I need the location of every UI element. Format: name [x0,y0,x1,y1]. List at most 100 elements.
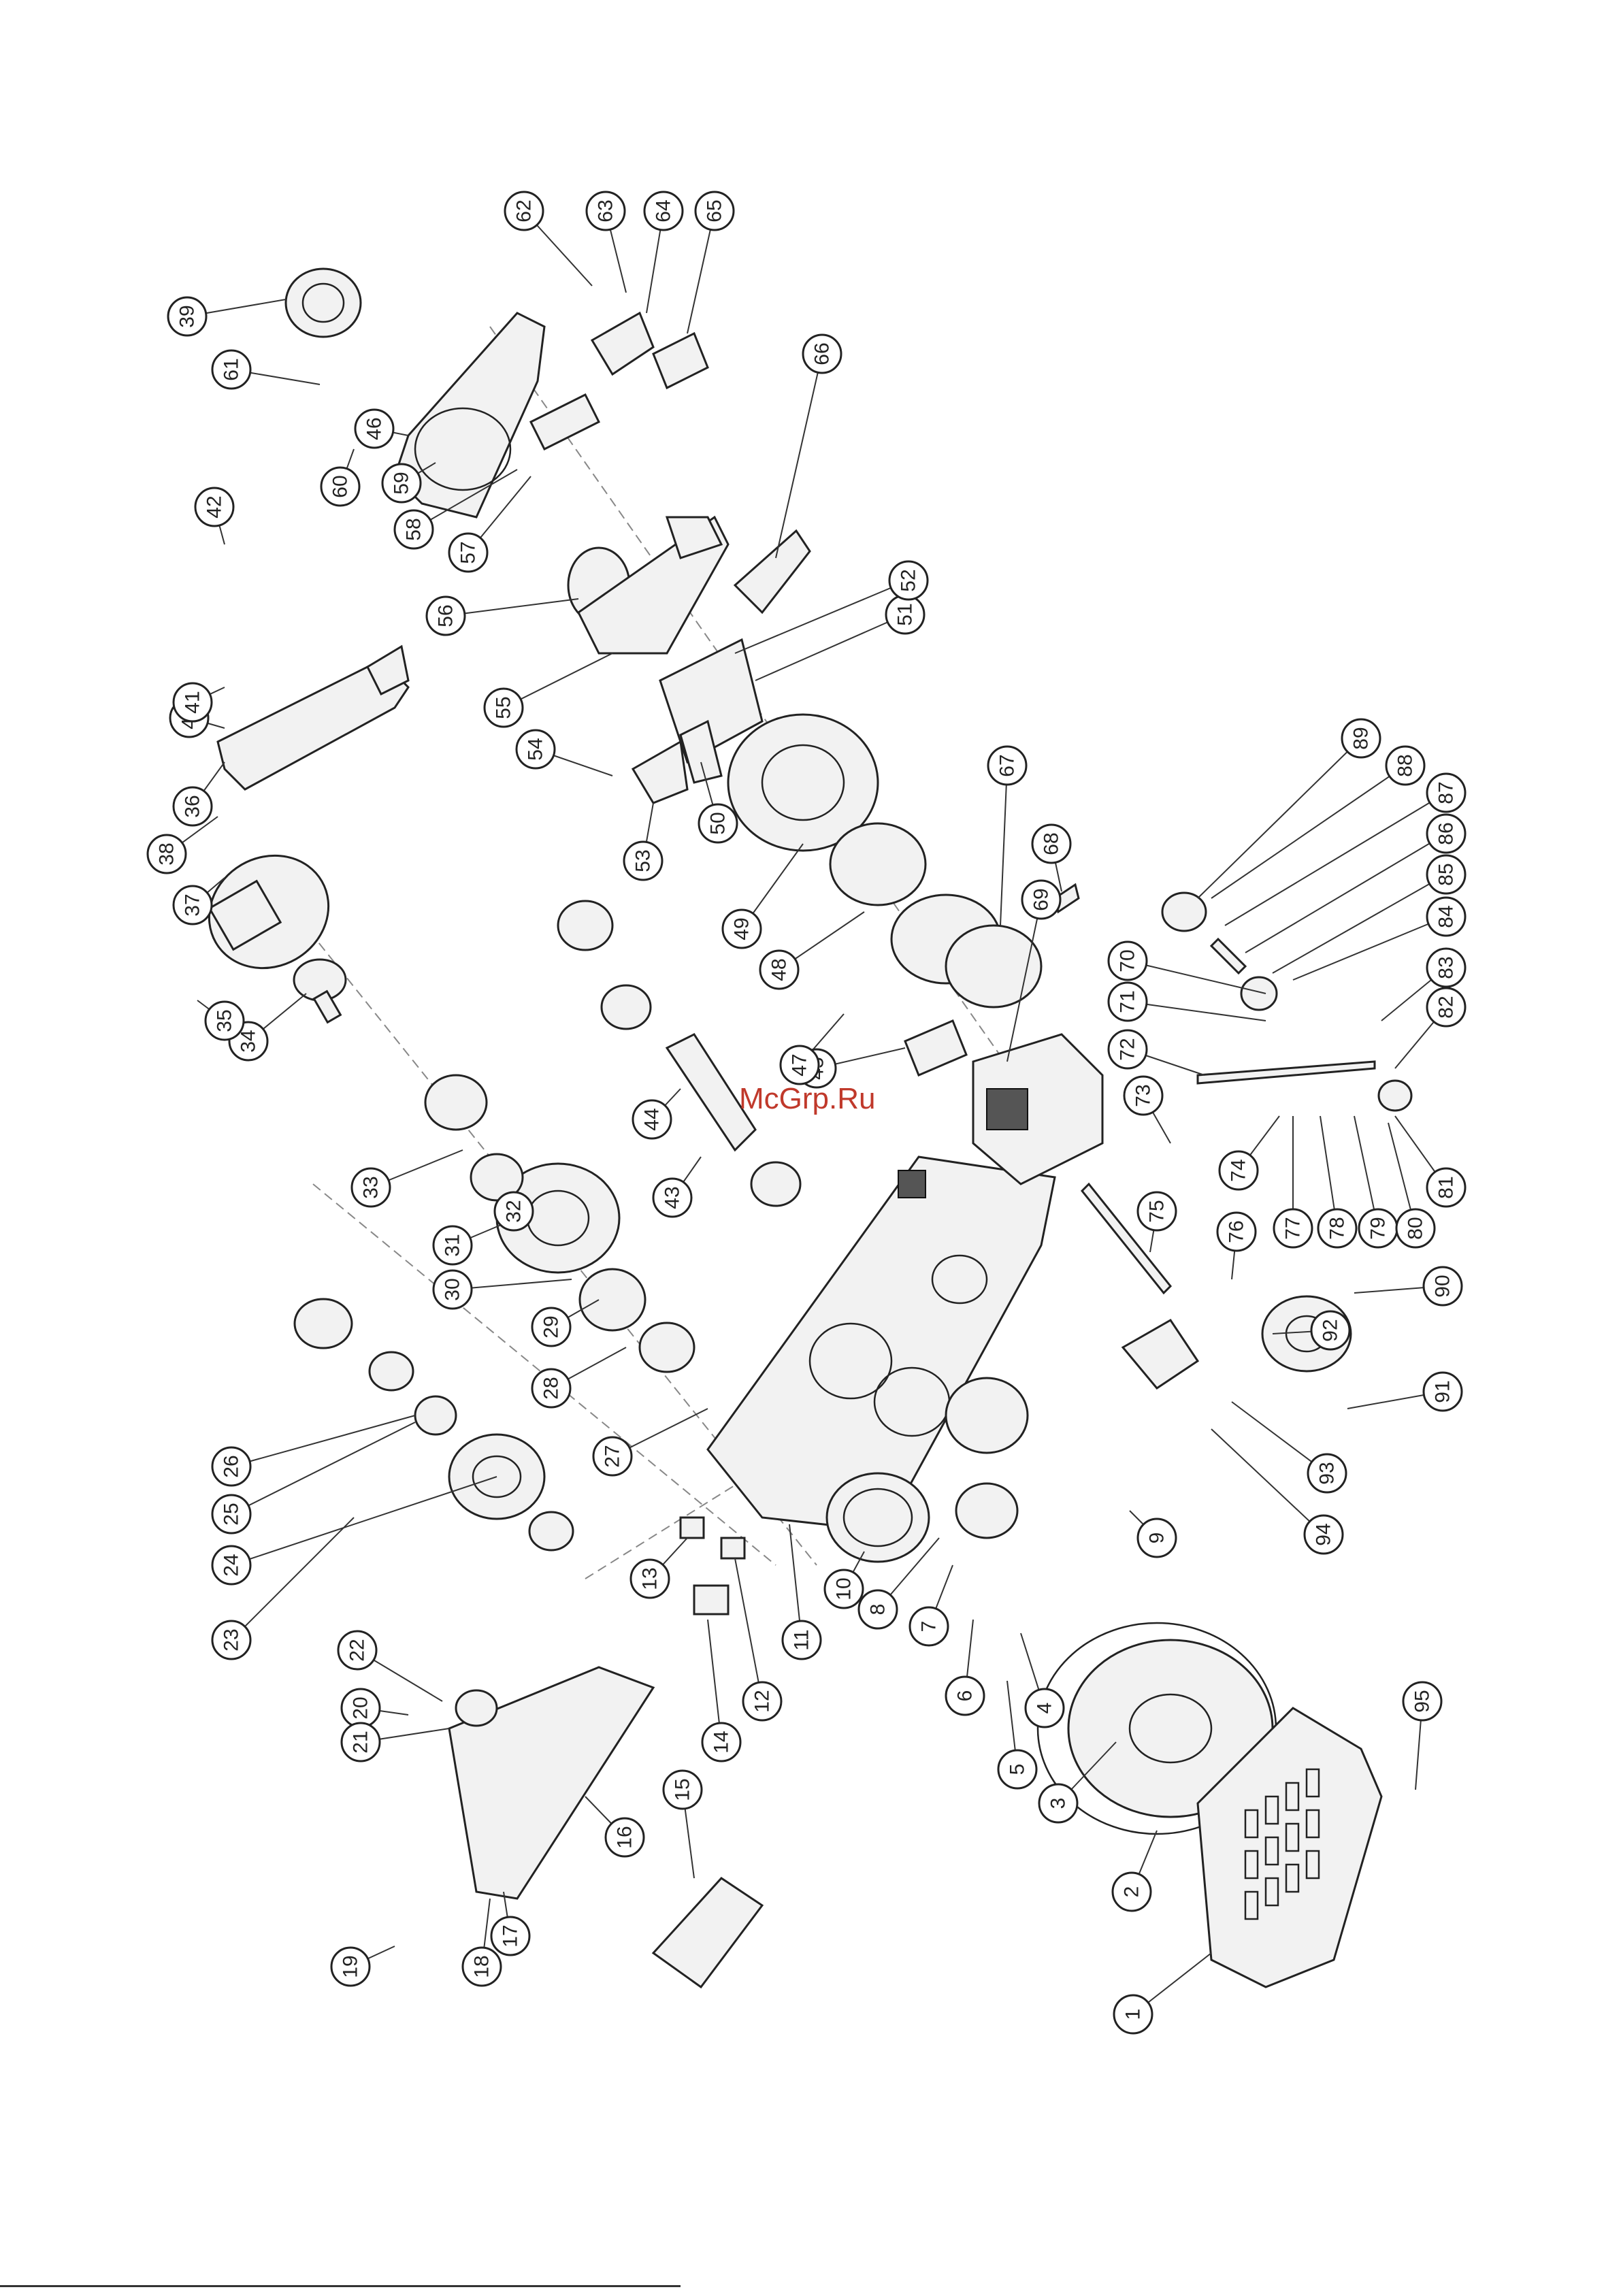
part-callout-92: 92 [1311,1311,1349,1349]
part-callout-82: 82 [1427,988,1465,1026]
housing-label [898,1170,926,1198]
part-callout-26: 26 [212,1447,250,1486]
callout-number: 15 [672,1778,694,1801]
part-callout-61: 61 [212,350,250,389]
part-callout-6: 6 [946,1677,984,1715]
part-callout-16: 16 [606,1818,644,1856]
flange-48 [830,823,926,905]
part-callout-20: 20 [342,1689,380,1727]
callout-number: 24 [220,1554,243,1576]
part-callout-32: 32 [495,1192,533,1230]
callout-number: 28 [540,1377,563,1399]
switch-14 [694,1586,728,1614]
part-callout-50: 50 [699,804,737,842]
clamp-53 [633,742,687,803]
callout-number: 93 [1316,1462,1339,1484]
part-callout-37: 37 [174,886,212,924]
callout-number: 13 [639,1567,661,1590]
part-callout-68: 68 [1032,825,1070,863]
leader-line-94 [1211,1429,1324,1535]
part-callout-66: 66 [803,335,841,373]
callout-number: 41 [182,691,204,713]
callout-number: 77 [1282,1217,1305,1239]
leader-line-51 [755,614,905,680]
part-callout-63: 63 [587,192,625,230]
pulley-10 [827,1473,929,1562]
part-callout-84: 84 [1427,898,1465,936]
callout-number: 73 [1132,1084,1155,1106]
leader-line-66 [776,354,822,558]
part-callout-44: 44 [633,1100,671,1138]
callout-number: 48 [768,958,791,981]
pinion-24 [415,1396,456,1434]
cover-38 [286,269,361,337]
part-callout-33: 33 [352,1168,390,1207]
part-callout-27: 27 [593,1437,632,1475]
part-callout-79: 79 [1359,1209,1397,1247]
part-callout-48: 48 [760,951,798,989]
callout-number: 79 [1367,1217,1390,1239]
part-callout-46: 46 [355,410,393,448]
footer-rule [0,2285,681,2287]
part-callout-81: 81 [1427,1168,1465,1207]
part-callout-71: 71 [1109,983,1147,1021]
flange-8 [956,1483,1017,1538]
leader-line-86 [1245,834,1446,953]
callout-number: 95 [1411,1690,1434,1712]
part-callout-76: 76 [1217,1213,1256,1251]
part-callout-83: 83 [1427,949,1465,987]
callout-number: 51 [894,603,917,625]
block-44 [905,1021,966,1075]
part-callout-88: 88 [1386,747,1424,785]
part-callout-18: 18 [463,1948,501,1986]
leader-line-24 [231,1477,497,1565]
part-callout-1: 1 [1114,1995,1152,2033]
pinion-28 [580,1269,645,1330]
callout-number: 39 [176,305,199,327]
part-callout-73: 73 [1124,1077,1162,1115]
part-callout-15: 15 [664,1771,702,1809]
part-callout-91: 91 [1424,1373,1462,1411]
part-callout-39: 39 [168,297,206,335]
cover-20 [456,1690,497,1726]
box-15 [653,1878,762,1987]
callout-number: 90 [1432,1275,1454,1297]
housing-vent [987,1089,1028,1130]
part-callout-17: 17 [491,1917,529,1955]
callout-number: 74 [1228,1159,1250,1181]
part-callout-24: 24 [212,1546,250,1584]
part-callout-42: 42 [195,488,233,526]
callout-number: 22 [346,1639,369,1661]
callout-number: 44 [641,1108,664,1130]
callout-number: 88 [1394,754,1417,776]
part-callout-58: 58 [395,510,433,548]
callout-number: 14 [710,1731,733,1753]
part-callout-59: 59 [382,464,421,502]
part-callout-54: 54 [517,730,555,768]
callout-number: 11 [791,1629,813,1650]
callout-number: 6 [954,1690,977,1702]
part-callout-2: 2 [1113,1873,1151,1911]
spring-86 [1211,939,1245,973]
callout-number: 84 [1435,905,1458,928]
callout-number: 32 [503,1200,525,1222]
part-callout-49: 49 [723,910,761,948]
callout-number: 42 [203,495,226,518]
callout-number: 75 [1146,1200,1168,1222]
callout-number: 50 [707,812,730,834]
callout-number: 19 [340,1955,362,1978]
part-callout-65: 65 [695,192,734,230]
part-callout-13: 13 [631,1560,669,1598]
part-callout-78: 78 [1318,1209,1356,1247]
part-callout-8: 8 [859,1590,897,1628]
part-callout-70: 70 [1109,942,1147,980]
callout-number: 67 [996,754,1019,776]
part-callout-25: 25 [212,1495,250,1533]
callout-number: 83 [1435,956,1458,979]
part-callout-52: 52 [889,561,928,600]
callout-number: 18 [471,1955,493,1978]
callout-number: 9 [1146,1532,1168,1544]
callout-number: 78 [1326,1217,1349,1239]
callout-number: 5 [1006,1764,1029,1775]
